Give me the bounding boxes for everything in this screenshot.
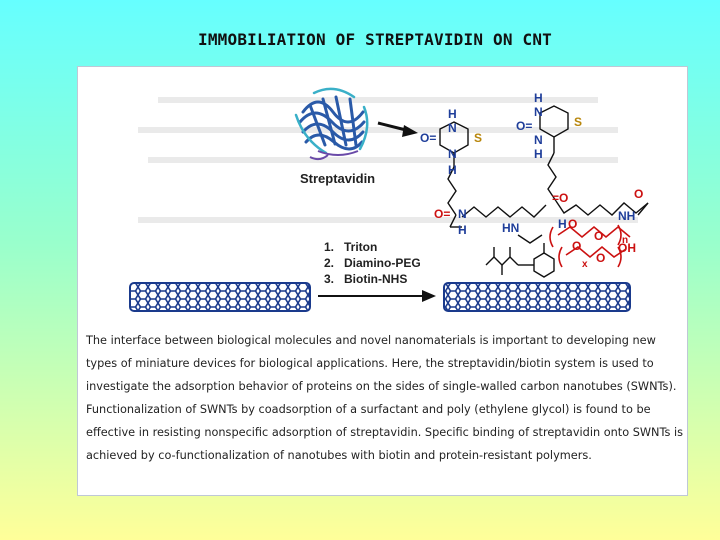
atom-label: OH (618, 241, 636, 255)
atom-label: N (448, 121, 457, 135)
subscript-label: n (622, 235, 629, 246)
triton-structure (485, 243, 555, 278)
atom-label: O (634, 187, 644, 201)
step-item: 1.Triton (324, 240, 378, 254)
atom-label: H (448, 107, 457, 121)
atom-label: H (448, 163, 457, 177)
reaction-steps-list: 1.Triton 2.Diamino-PEG 3.Biotin-NHS (324, 239, 421, 287)
atom-label: O (596, 251, 606, 265)
figure-panel: Streptavidin 1.Triton 2.Diamino-PEG 3.Bi… (77, 66, 688, 496)
atom-label: H (534, 91, 543, 105)
atom-label: HN (502, 221, 520, 235)
atom-label: N (534, 133, 543, 147)
atom-label: S (474, 131, 483, 145)
atom-label: O (568, 217, 578, 231)
atom-label: O (572, 239, 582, 253)
atom-label: O= (516, 119, 533, 133)
bare-nanotube-icon (129, 282, 311, 312)
step-item: 2.Diamino-PEG (324, 256, 421, 270)
binding-arrow-icon (377, 121, 418, 137)
atom-label: S (574, 115, 583, 129)
reaction-scheme: Streptavidin 1.Triton 2.Diamino-PEG 3.Bi… (78, 67, 687, 319)
atom-label: H (558, 217, 567, 231)
atom-label: O= (434, 207, 451, 221)
abstract-text: The interface between biological molecul… (86, 334, 684, 462)
atom-label: H (458, 223, 467, 237)
atom-label: O= (420, 131, 437, 145)
step-item: 3.Biotin-NHS (324, 272, 408, 286)
scheme-graphics (129, 87, 649, 312)
atom-label: NH (618, 209, 636, 223)
atom-label: N (458, 207, 467, 221)
peg-chain (549, 224, 631, 268)
functionalized-nanotube-icon (443, 282, 631, 312)
streptavidin-protein-icon (294, 87, 369, 161)
linker-chains (461, 200, 649, 244)
biotin-2-structure (539, 105, 569, 202)
atom-label: O (594, 229, 604, 243)
atom-label: H (534, 147, 543, 161)
atom-label: N (448, 147, 457, 161)
subscript-label: x (582, 259, 588, 270)
atom-label: =O (552, 191, 569, 205)
streptavidin-label: Streptavidin (300, 171, 376, 186)
reaction-arrow-icon (318, 290, 436, 302)
atom-label: N (534, 105, 543, 119)
page-title: IMMOBILIATION OF STREPTAVIDIN ON CNT (198, 30, 552, 49)
biotin-1-structure (439, 121, 469, 228)
